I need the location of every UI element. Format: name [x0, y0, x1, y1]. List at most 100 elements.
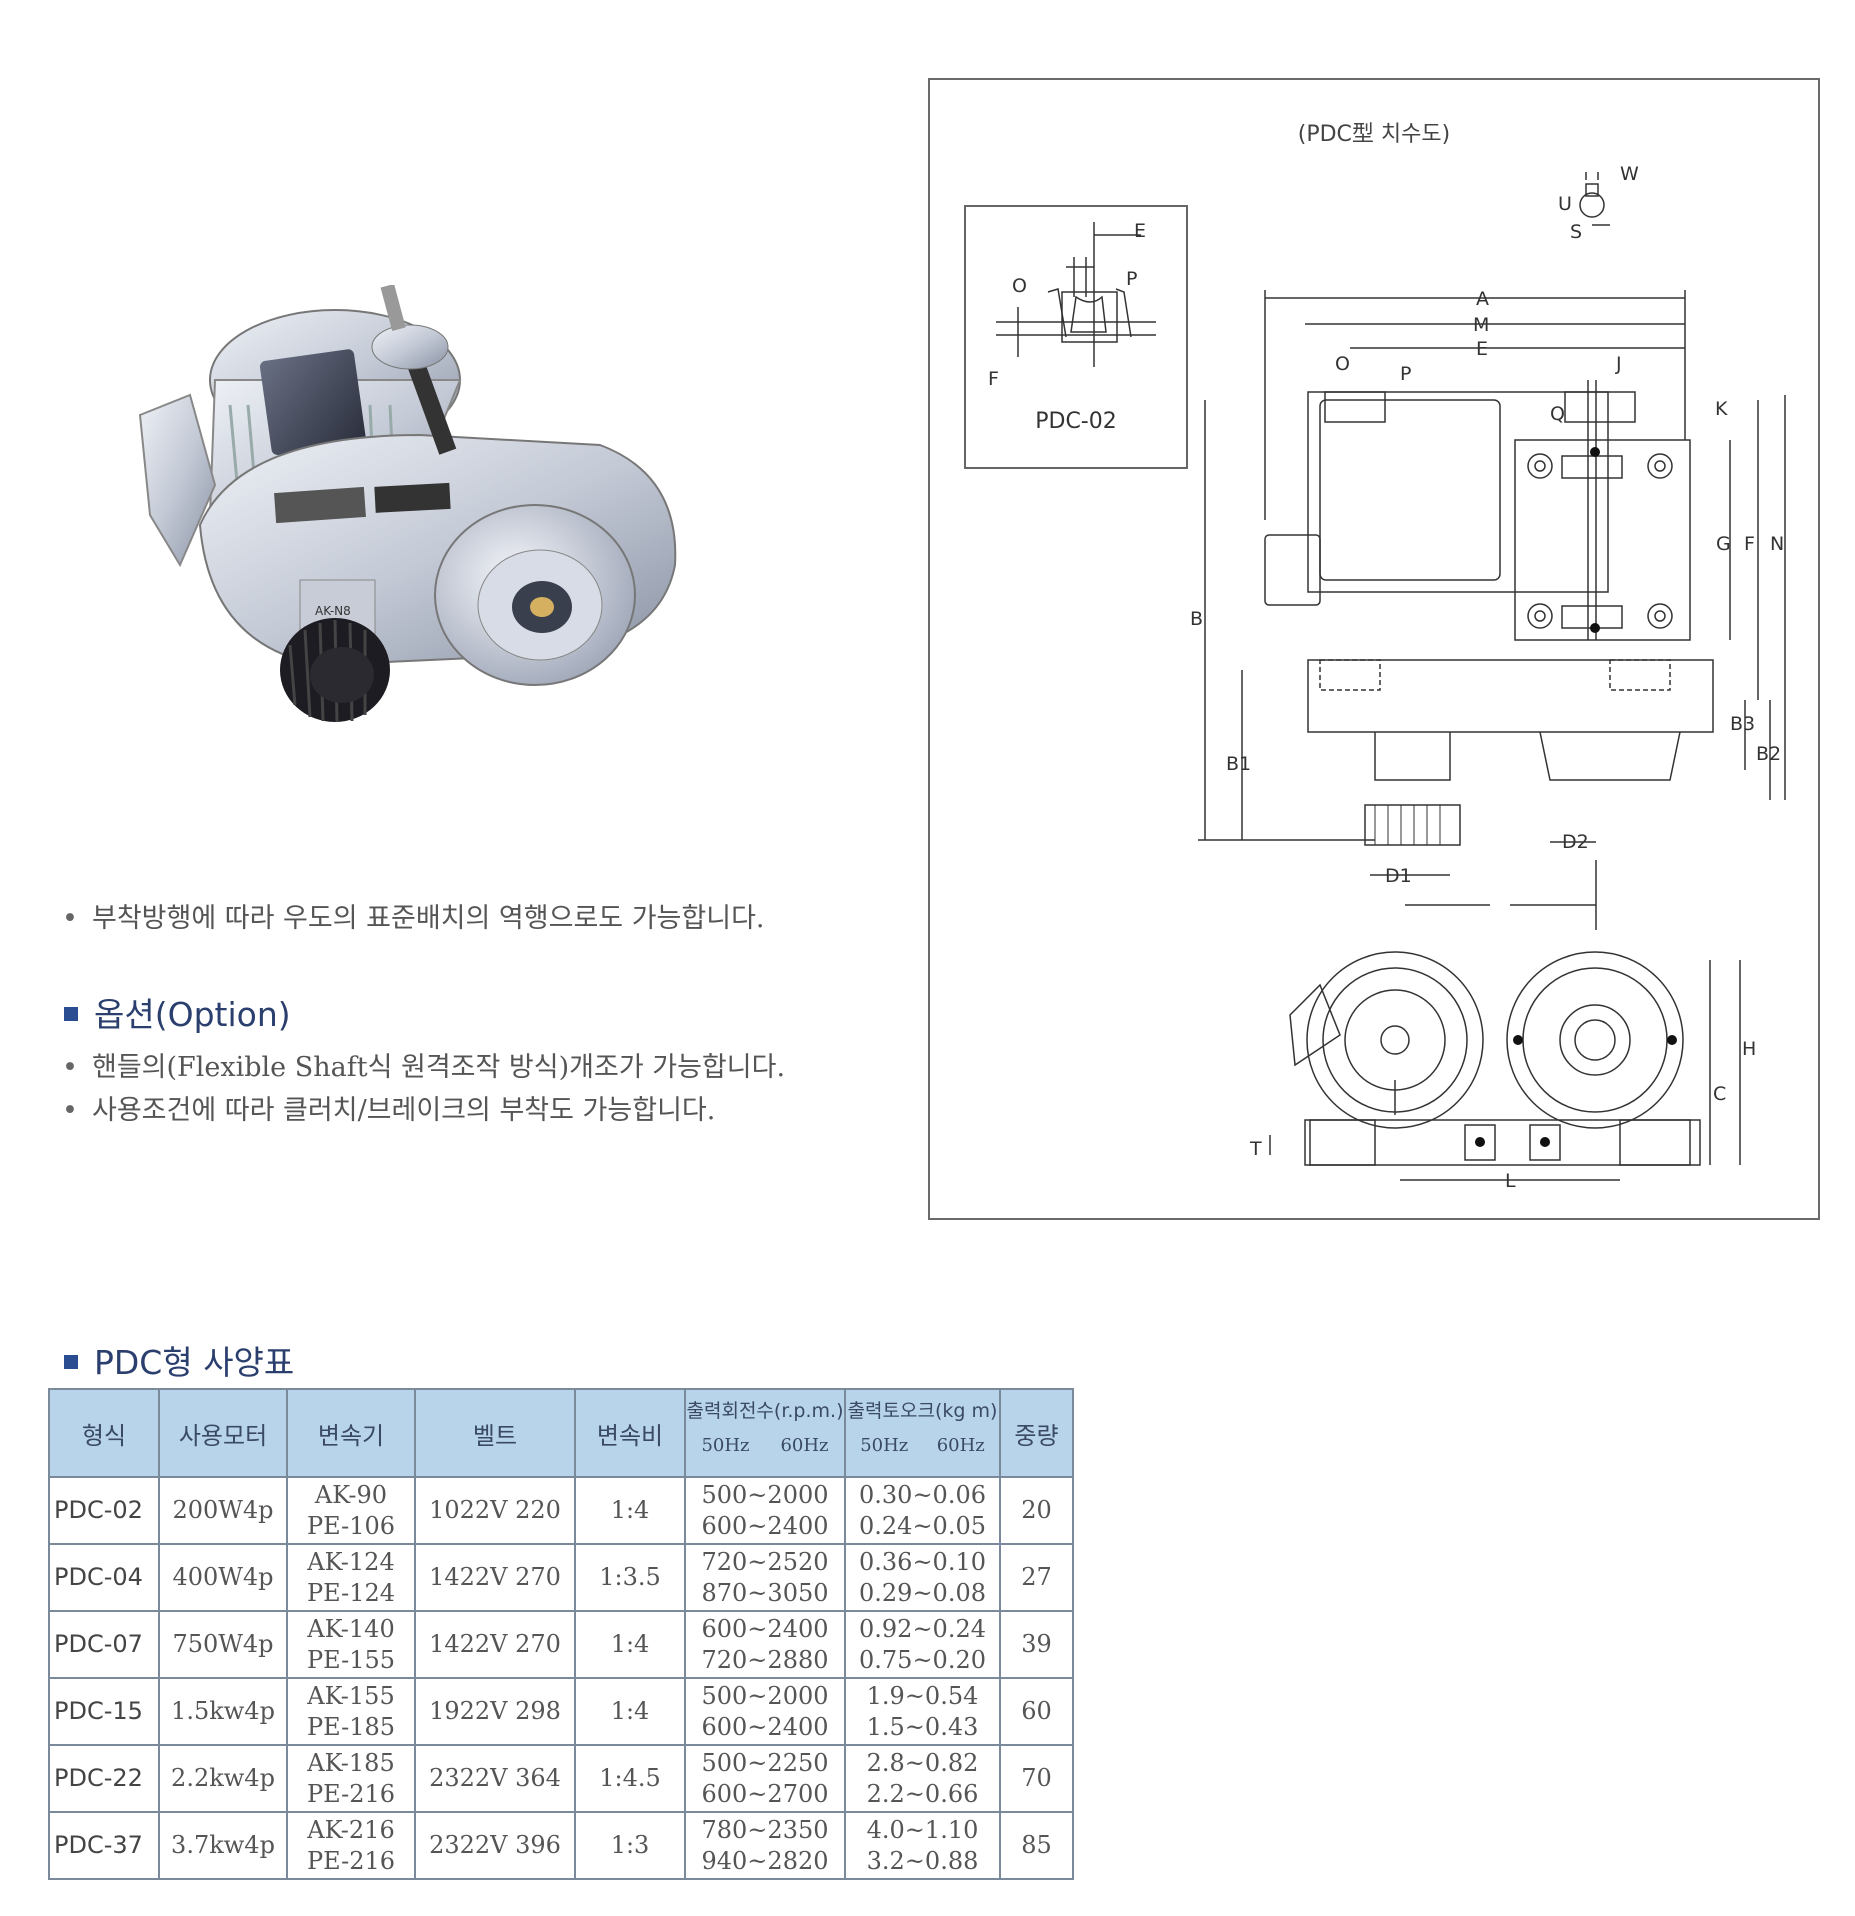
- dimension-diagram: (PDC型 치수도) E P O F PDC-02: [928, 78, 1820, 1220]
- spec-title: PDC형 사양표: [64, 1336, 294, 1384]
- pdc02-inset: E P O F PDC-02: [964, 205, 1188, 469]
- cell-belt: 2322V 396: [414, 1811, 576, 1880]
- cell-belt: 1422V 270: [414, 1610, 576, 1679]
- cell-model: PDC-15: [48, 1677, 160, 1746]
- header-weight: 중량: [999, 1388, 1074, 1478]
- cell-model: PDC-02: [48, 1476, 160, 1545]
- cell-ratio: 1:4.5: [574, 1744, 686, 1813]
- cell-model: PDC-04: [48, 1543, 160, 1612]
- dim-g: G: [1716, 533, 1731, 555]
- cell-weight: 20: [999, 1476, 1074, 1545]
- diagram-title: (PDC型 치수도): [1297, 122, 1451, 147]
- section-square-icon: [64, 1006, 78, 1021]
- header-model: 형식: [48, 1388, 160, 1478]
- dim-f: F: [1744, 533, 1755, 555]
- inset-label: PDC-02: [1035, 409, 1117, 434]
- cell-model: PDC-22: [48, 1744, 160, 1813]
- cell-motor: 2.2kw4p: [158, 1744, 288, 1813]
- cell-model: PDC-07: [48, 1610, 160, 1679]
- cell-weight: 60: [999, 1677, 1074, 1746]
- cell-motor: 400W4p: [158, 1543, 288, 1612]
- option-item: •사용조건에 따라 클러치/브레이크의 부착도 가능합니다.: [62, 1095, 716, 1126]
- dim-e: E: [1476, 338, 1488, 360]
- dim-u: U: [1558, 193, 1572, 215]
- inset-dim-e: E: [1134, 220, 1146, 242]
- dim-o: O: [1335, 353, 1350, 375]
- product-photo: AK-N8: [120, 283, 740, 825]
- cell-ratio: 1:4: [574, 1476, 686, 1545]
- dim-s: S: [1570, 221, 1582, 243]
- dim-b: B: [1190, 608, 1203, 630]
- section-square-icon: [64, 1354, 78, 1369]
- header-motor: 사용모터: [158, 1388, 288, 1478]
- header-belt: 벨트: [414, 1388, 576, 1478]
- dim-b1: B1: [1226, 753, 1251, 775]
- cell-weight: 27: [999, 1543, 1074, 1612]
- cell-ratio: 1:3.5: [574, 1543, 686, 1612]
- dim-b2: B2: [1756, 743, 1781, 765]
- inset-dim-f: F: [988, 368, 999, 390]
- dim-d1: D1: [1385, 865, 1412, 887]
- header-ratio: 변속비: [574, 1388, 686, 1478]
- dim-t: T: [1249, 1138, 1262, 1160]
- cell-belt: 2322V 364: [414, 1744, 576, 1813]
- dim-b3: B3: [1730, 713, 1755, 735]
- dim-w: W: [1620, 163, 1639, 185]
- inset-dim-p: P: [1126, 268, 1137, 290]
- cell-belt: 1422V 270: [414, 1543, 576, 1612]
- dim-m: M: [1473, 314, 1489, 336]
- nameplate-label: AK-N8: [315, 604, 351, 618]
- cell-weight: 39: [999, 1610, 1074, 1679]
- dim-q: Q: [1550, 403, 1565, 425]
- dim-l: L: [1505, 1170, 1516, 1192]
- cell-model: PDC-37: [48, 1811, 160, 1880]
- cell-motor: 750W4p: [158, 1610, 288, 1679]
- dim-c: C: [1713, 1083, 1726, 1105]
- dim-j: J: [1615, 353, 1622, 375]
- cell-ratio: 1:4: [574, 1677, 686, 1746]
- mounting-note: •부착방행에 따라 우도의 표준배치의 역행으로도 가능합니다.: [62, 903, 765, 934]
- cell-weight: 70: [999, 1744, 1074, 1813]
- bullet: •: [62, 903, 78, 934]
- cell-ratio: 1:4: [574, 1610, 686, 1679]
- cell-belt: 1922V 298: [414, 1677, 576, 1746]
- option-item: •핸들의(Flexible Shaft식 원격조작 방식)개조가 가능합니다.: [62, 1052, 786, 1083]
- cell-motor: 200W4p: [158, 1476, 288, 1545]
- dim-k: K: [1715, 398, 1728, 420]
- cell-weight: 85: [999, 1811, 1074, 1880]
- cell-belt: 1022V 220: [414, 1476, 576, 1545]
- dim-a: A: [1476, 288, 1489, 310]
- cell-motor: 1.5kw4p: [158, 1677, 288, 1746]
- header-reducer: 변속기: [286, 1388, 416, 1478]
- dim-n: N: [1770, 533, 1784, 555]
- option-title: 옵션(Option): [64, 988, 291, 1036]
- dim-h: H: [1742, 1038, 1756, 1060]
- cell-ratio: 1:3: [574, 1811, 686, 1880]
- inset-dim-o: O: [1012, 275, 1027, 297]
- dim-p: P: [1400, 363, 1411, 385]
